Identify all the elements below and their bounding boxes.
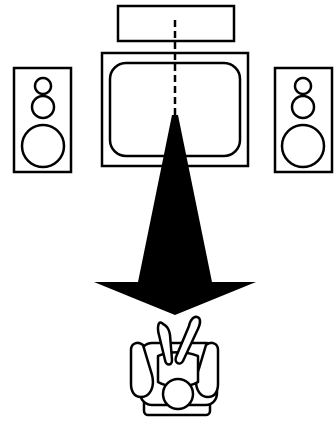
listener-in-chair-icon [131, 317, 218, 415]
front-left-speaker-icon [14, 68, 71, 172]
front-right-speaker-icon [275, 68, 332, 172]
